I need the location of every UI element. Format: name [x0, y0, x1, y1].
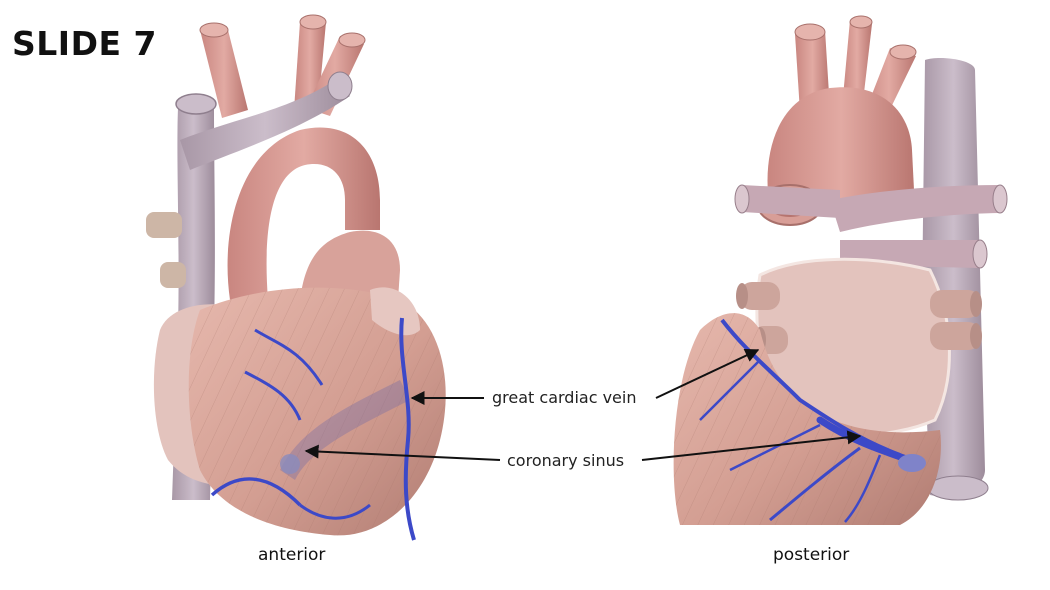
posterior-heart [674, 16, 1007, 525]
pulmonary-vein-stub [160, 262, 186, 288]
caption-anterior: anterior [258, 545, 325, 565]
caption-posterior: posterior [773, 545, 849, 565]
coronary-sinus-ostium [280, 454, 300, 474]
pulmonary-vein-stub [146, 212, 182, 238]
anterior-heart [146, 15, 446, 540]
label-coronary-sinus: coronary sinus [507, 451, 624, 470]
pulmonary-artery-branch [742, 185, 840, 218]
coronary-sinus-ostium-posterior [898, 454, 926, 472]
label-great-cardiac-vein: great cardiac vein [492, 388, 636, 407]
